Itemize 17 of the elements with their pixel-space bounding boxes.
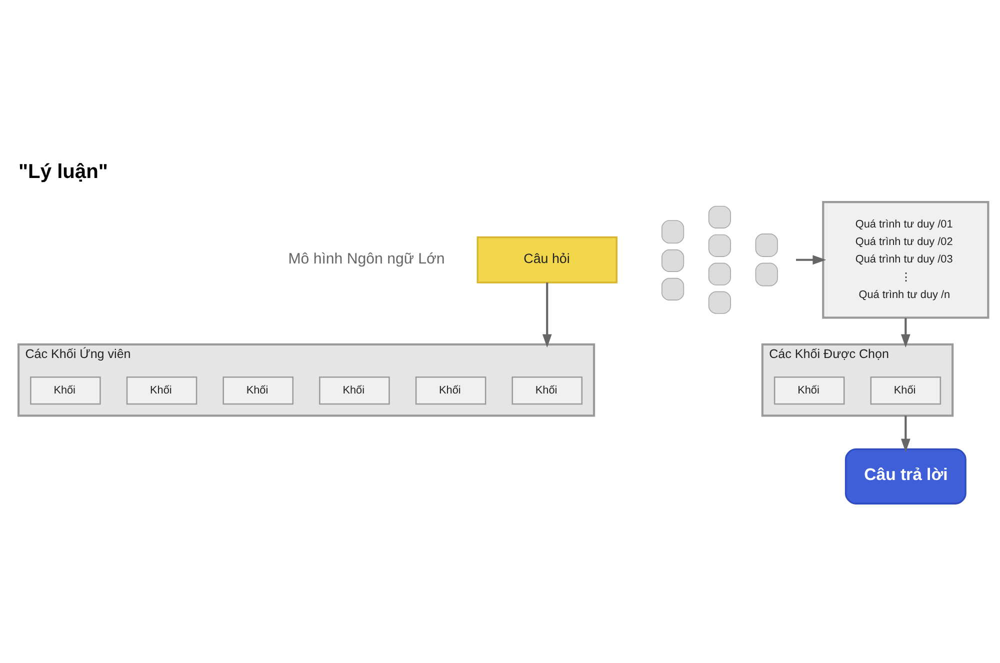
arrow — [796, 255, 826, 265]
node-box: Câu trả lời — [844, 448, 966, 504]
node-box: Khối — [774, 376, 845, 405]
node-box: Khối — [30, 376, 101, 405]
arrow — [900, 318, 910, 348]
node-box: Khối — [512, 376, 583, 405]
node-box: Khối — [870, 376, 942, 405]
arrow — [542, 282, 552, 348]
node-box: Câu hỏi — [476, 236, 618, 284]
arrow — [900, 416, 910, 452]
label: Mô hình Ngôn ngữ Lớn — [288, 250, 445, 268]
node-box: Khối — [319, 376, 390, 405]
node-box: Quá trình tư duy /01 Quá trình tư duy /02 Quá trình tư duy /03 ⋮ Quá trình tư duy /n — [822, 201, 990, 319]
node-box: Khối — [126, 376, 198, 405]
node-box: Khối — [222, 376, 294, 405]
node-box: Khối — [415, 376, 486, 405]
diagram-title: "Lý luận" — [18, 160, 108, 183]
